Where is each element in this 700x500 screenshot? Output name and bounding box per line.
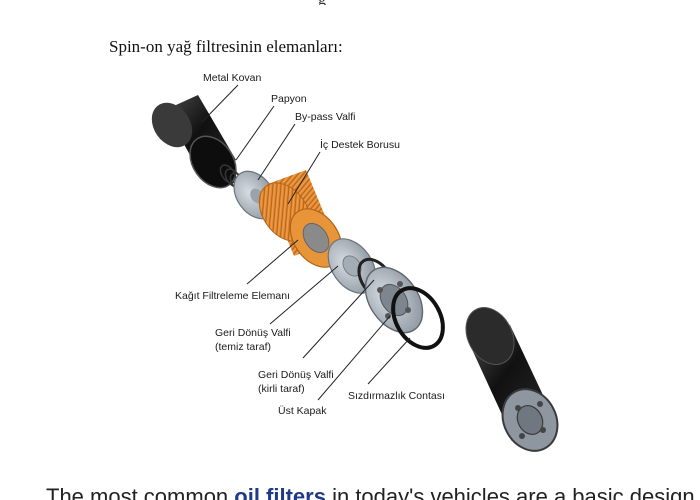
footer-text-before: The most common <box>46 484 235 500</box>
label-top-cap: Üst Kapak <box>278 405 327 417</box>
label-paper-filter: Kağıt Filtreleme Elemanı <box>175 290 290 302</box>
label-return-valve-dirty: Geri Dönüş Valfi (kirli taraf) <box>258 369 334 395</box>
return-valve-clean-part <box>327 238 377 294</box>
label-metal-can: Metal Kovan <box>203 72 262 84</box>
oil-filters-link[interactable]: oil filters <box>234 484 326 500</box>
top-text-fragment: g <box>318 0 326 5</box>
diagram-title: Spin-on yağ filtresinin elemanları: <box>109 37 343 56</box>
label-spring: Papyon <box>271 93 307 105</box>
assembled-filter <box>465 307 559 452</box>
metal-can-part <box>151 95 237 189</box>
footer-text-after: in today's vehicles are a basic design <box>325 484 695 500</box>
label-return-valve-clean: Geri Dönüş Valfi (temiz taraf) <box>215 327 291 353</box>
label-bypass-valve: By-pass Valfi <box>295 111 356 123</box>
seal-gasket-part <box>391 286 445 350</box>
label-inner-support-tube: İç Destek Borusu <box>320 139 400 151</box>
label-seal-gasket: Sızdırmazlık Contası <box>348 390 445 402</box>
leader-lines <box>201 84 411 401</box>
footer-text: The most common oil filters in today's v… <box>46 484 695 500</box>
